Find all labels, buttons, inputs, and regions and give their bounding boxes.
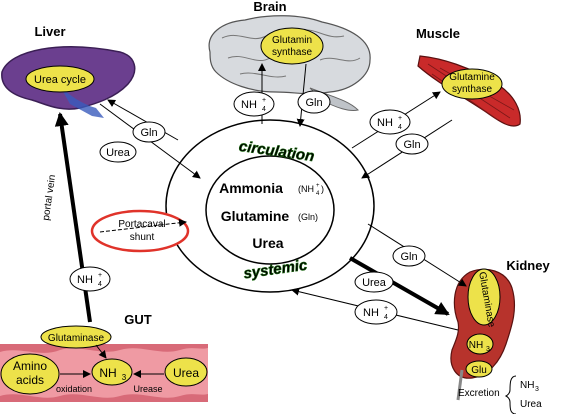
kidney-nh4-sub: 4 [384,314,388,321]
excretion-nh3-sub: 3 [535,386,539,393]
kidney-nh4-sup: + [384,305,388,312]
ammonia-abbr-sub: 4 [316,191,320,197]
kidney-glu-label: Glu [471,365,487,376]
liver-urea-label: Urea [106,147,131,159]
ammonia-abbr-sup: + [316,183,320,189]
muscle-enzyme-line2: synthase [452,84,492,95]
brain-nh4-sub: 4 [262,106,266,113]
kidney-urea-bubble [354,271,394,293]
gut-nh3-sub: 3 [122,373,127,382]
gut-glutaminase-enzyme [40,325,112,349]
liver-urea-bubble [99,141,137,163]
muscle-gln-label: Gln [403,139,420,151]
portal-vein-label: portal vein [41,174,58,221]
kidney-nh3-label: NH [469,340,483,351]
brain-title: Brain [253,0,286,14]
muscle-glutamine-synthase-enzyme [441,68,503,100]
muscle-nh4-bubble [369,109,411,135]
excretion-urea: Urea [520,399,542,410]
muscle-organ: Glutamine synthase [417,55,521,127]
brain-enzyme-line1: Glutamin [272,35,312,46]
brain-gln-label: Gln [305,97,322,109]
brain-enzyme-line2: synthase [272,47,312,58]
portacaval-shunt-arrow [99,218,187,233]
ammonia-abbr-close: ) [321,184,324,194]
kidney-nh3-sub: 3 [486,346,490,353]
glutamine-abbr: (Gln) [298,212,318,222]
gut-nh3-label: NH [99,366,116,380]
gut-urea-label: Urea [173,366,199,380]
kidney-gln-label: Gln [400,251,417,263]
brain-nh4-sup: + [262,97,266,104]
ammonia-abbr: (NH [298,184,314,194]
urease-label: Urease [133,384,162,394]
urea-cycle-label: Urea cycle [34,74,86,86]
urea-cycle-enzyme [25,65,95,93]
amino-acids-line2: acids [16,373,44,387]
gut-nh4-sub: 4 [98,281,102,288]
portacaval-shunt-ring [90,209,190,253]
liver-gln-label: Gln [140,127,157,139]
kidney-title: Kidney [506,258,550,273]
kidney-nh3-bubble [466,333,494,355]
gut-nh4-label: NH [77,274,93,286]
gut-urea-bubble [164,357,208,387]
kidney-gln-bubble [392,245,426,267]
brain-nh4-bubble [233,91,275,117]
excretion-nh3: NH [520,380,534,391]
glutamine-label: Glutamine [221,208,290,224]
ammonia-label: Ammonia [219,180,283,196]
amino-acids-bubble [0,353,60,395]
kidney-glutaminase-enzyme [467,268,501,326]
brain-glutamine-synthase-enzyme [260,27,324,65]
kidney-urea-label: Urea [362,277,387,289]
gut-enzyme-label: Glutaminase [48,333,105,344]
muscle-title: Muscle [416,26,460,41]
brain-gln-bubble [297,90,331,114]
urea-center-label: Urea [252,235,283,251]
kidney-nh4-label: NH [363,307,379,319]
gut-nh3-bubble [91,358,133,386]
liver-gln-bubble [132,121,166,143]
oxidation-label: oxidation [56,384,92,394]
kidney-nh4-bubble [354,299,398,325]
kidney-organ: Glutaminase NH 3 Glu [450,268,516,401]
portacaval-line2: shunt [130,232,155,243]
brain-nh4-label: NH [241,99,257,111]
muscle-gln-bubble [395,133,429,155]
muscle-nh4-sub: 4 [398,124,402,131]
portacaval-line1: Portacaval [118,219,165,230]
muscle-nh4-sup: + [398,115,402,122]
gut-title: GUT [124,312,152,327]
kidney-glu-bubble [465,360,493,378]
circulation-inner-ring [205,155,335,265]
gut-nh4-bubble [69,266,111,292]
liver-organ: Urea cycle [1,46,136,118]
gut-nh4-sup: + [98,272,102,279]
amino-acids-line1: Amino [13,359,47,373]
muscle-nh4-label: NH [377,117,393,129]
muscle-enzyme-line1: Glutamine [449,72,495,83]
liver-title: Liver [34,24,65,39]
excretion-label: Excretion [458,388,500,399]
urea-to-kidney-thick-arrow [349,256,450,316]
brain-organ: Glutamin synthase [208,15,371,111]
circulation-to-liver-arrow [107,99,179,141]
glutaminase-to-nh3-arrow [95,344,107,359]
excretion-brace [504,375,517,414]
